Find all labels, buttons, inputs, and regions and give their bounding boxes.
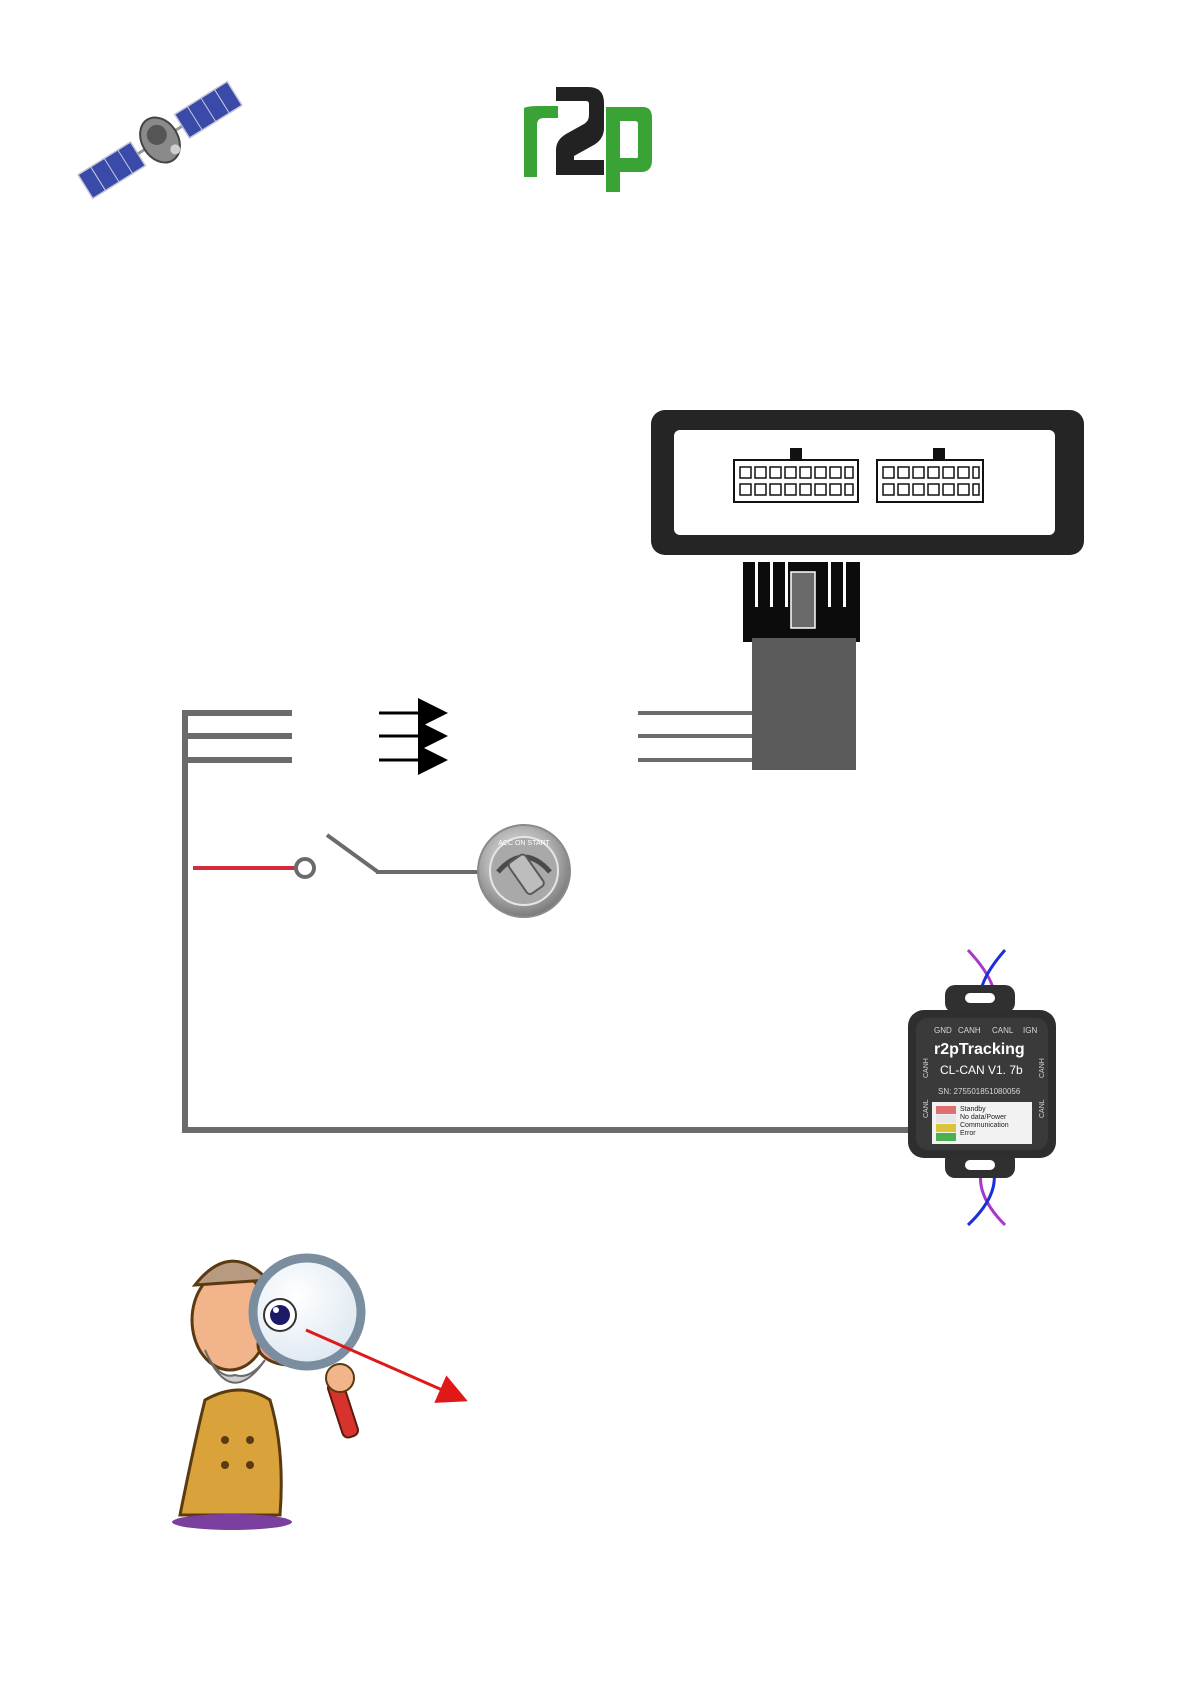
harness-connector	[743, 562, 860, 770]
legend-communication: Communication	[960, 1122, 1009, 1129]
side-label-left-bottom: CANL	[923, 1099, 930, 1118]
detective-icon	[172, 1258, 361, 1530]
pin-label-gnd: GND	[934, 1026, 952, 1035]
module-serial: SN: 275501851080056	[938, 1087, 1021, 1096]
module-model: CL-CAN V1. 7b	[940, 1063, 1023, 1077]
tracker-unit-icon	[651, 410, 1084, 555]
pin-label-ign: IGN	[1023, 1026, 1037, 1035]
ignition-switch	[193, 835, 480, 877]
harness-wires	[638, 713, 752, 760]
pin-label-canh: CANH	[958, 1026, 981, 1035]
can-module-icon: GND CANH CANL IGN CANH CANL CANH CANL r2…	[908, 985, 1056, 1178]
side-label-right-bottom: CANL	[1039, 1099, 1046, 1118]
key-ring-text: ACC ON START	[498, 840, 550, 847]
module-brand: r2pTracking	[934, 1041, 1025, 1058]
direction-arrows	[379, 713, 445, 760]
vehicle-bus-wires	[182, 710, 912, 1133]
side-label-right-top: CANH	[1039, 1058, 1046, 1078]
satellite-icon	[73, 73, 248, 207]
legend-no-data-power: No data/Power	[960, 1114, 1007, 1121]
r2p-logo	[524, 87, 652, 192]
legend-error: Error	[960, 1130, 976, 1137]
ignition-key-icon: ACC ON START	[478, 825, 570, 917]
legend-standby: Standby	[960, 1106, 986, 1113]
side-label-left-top: CANH	[923, 1058, 930, 1078]
pin-label-canl: CANL	[992, 1026, 1014, 1035]
